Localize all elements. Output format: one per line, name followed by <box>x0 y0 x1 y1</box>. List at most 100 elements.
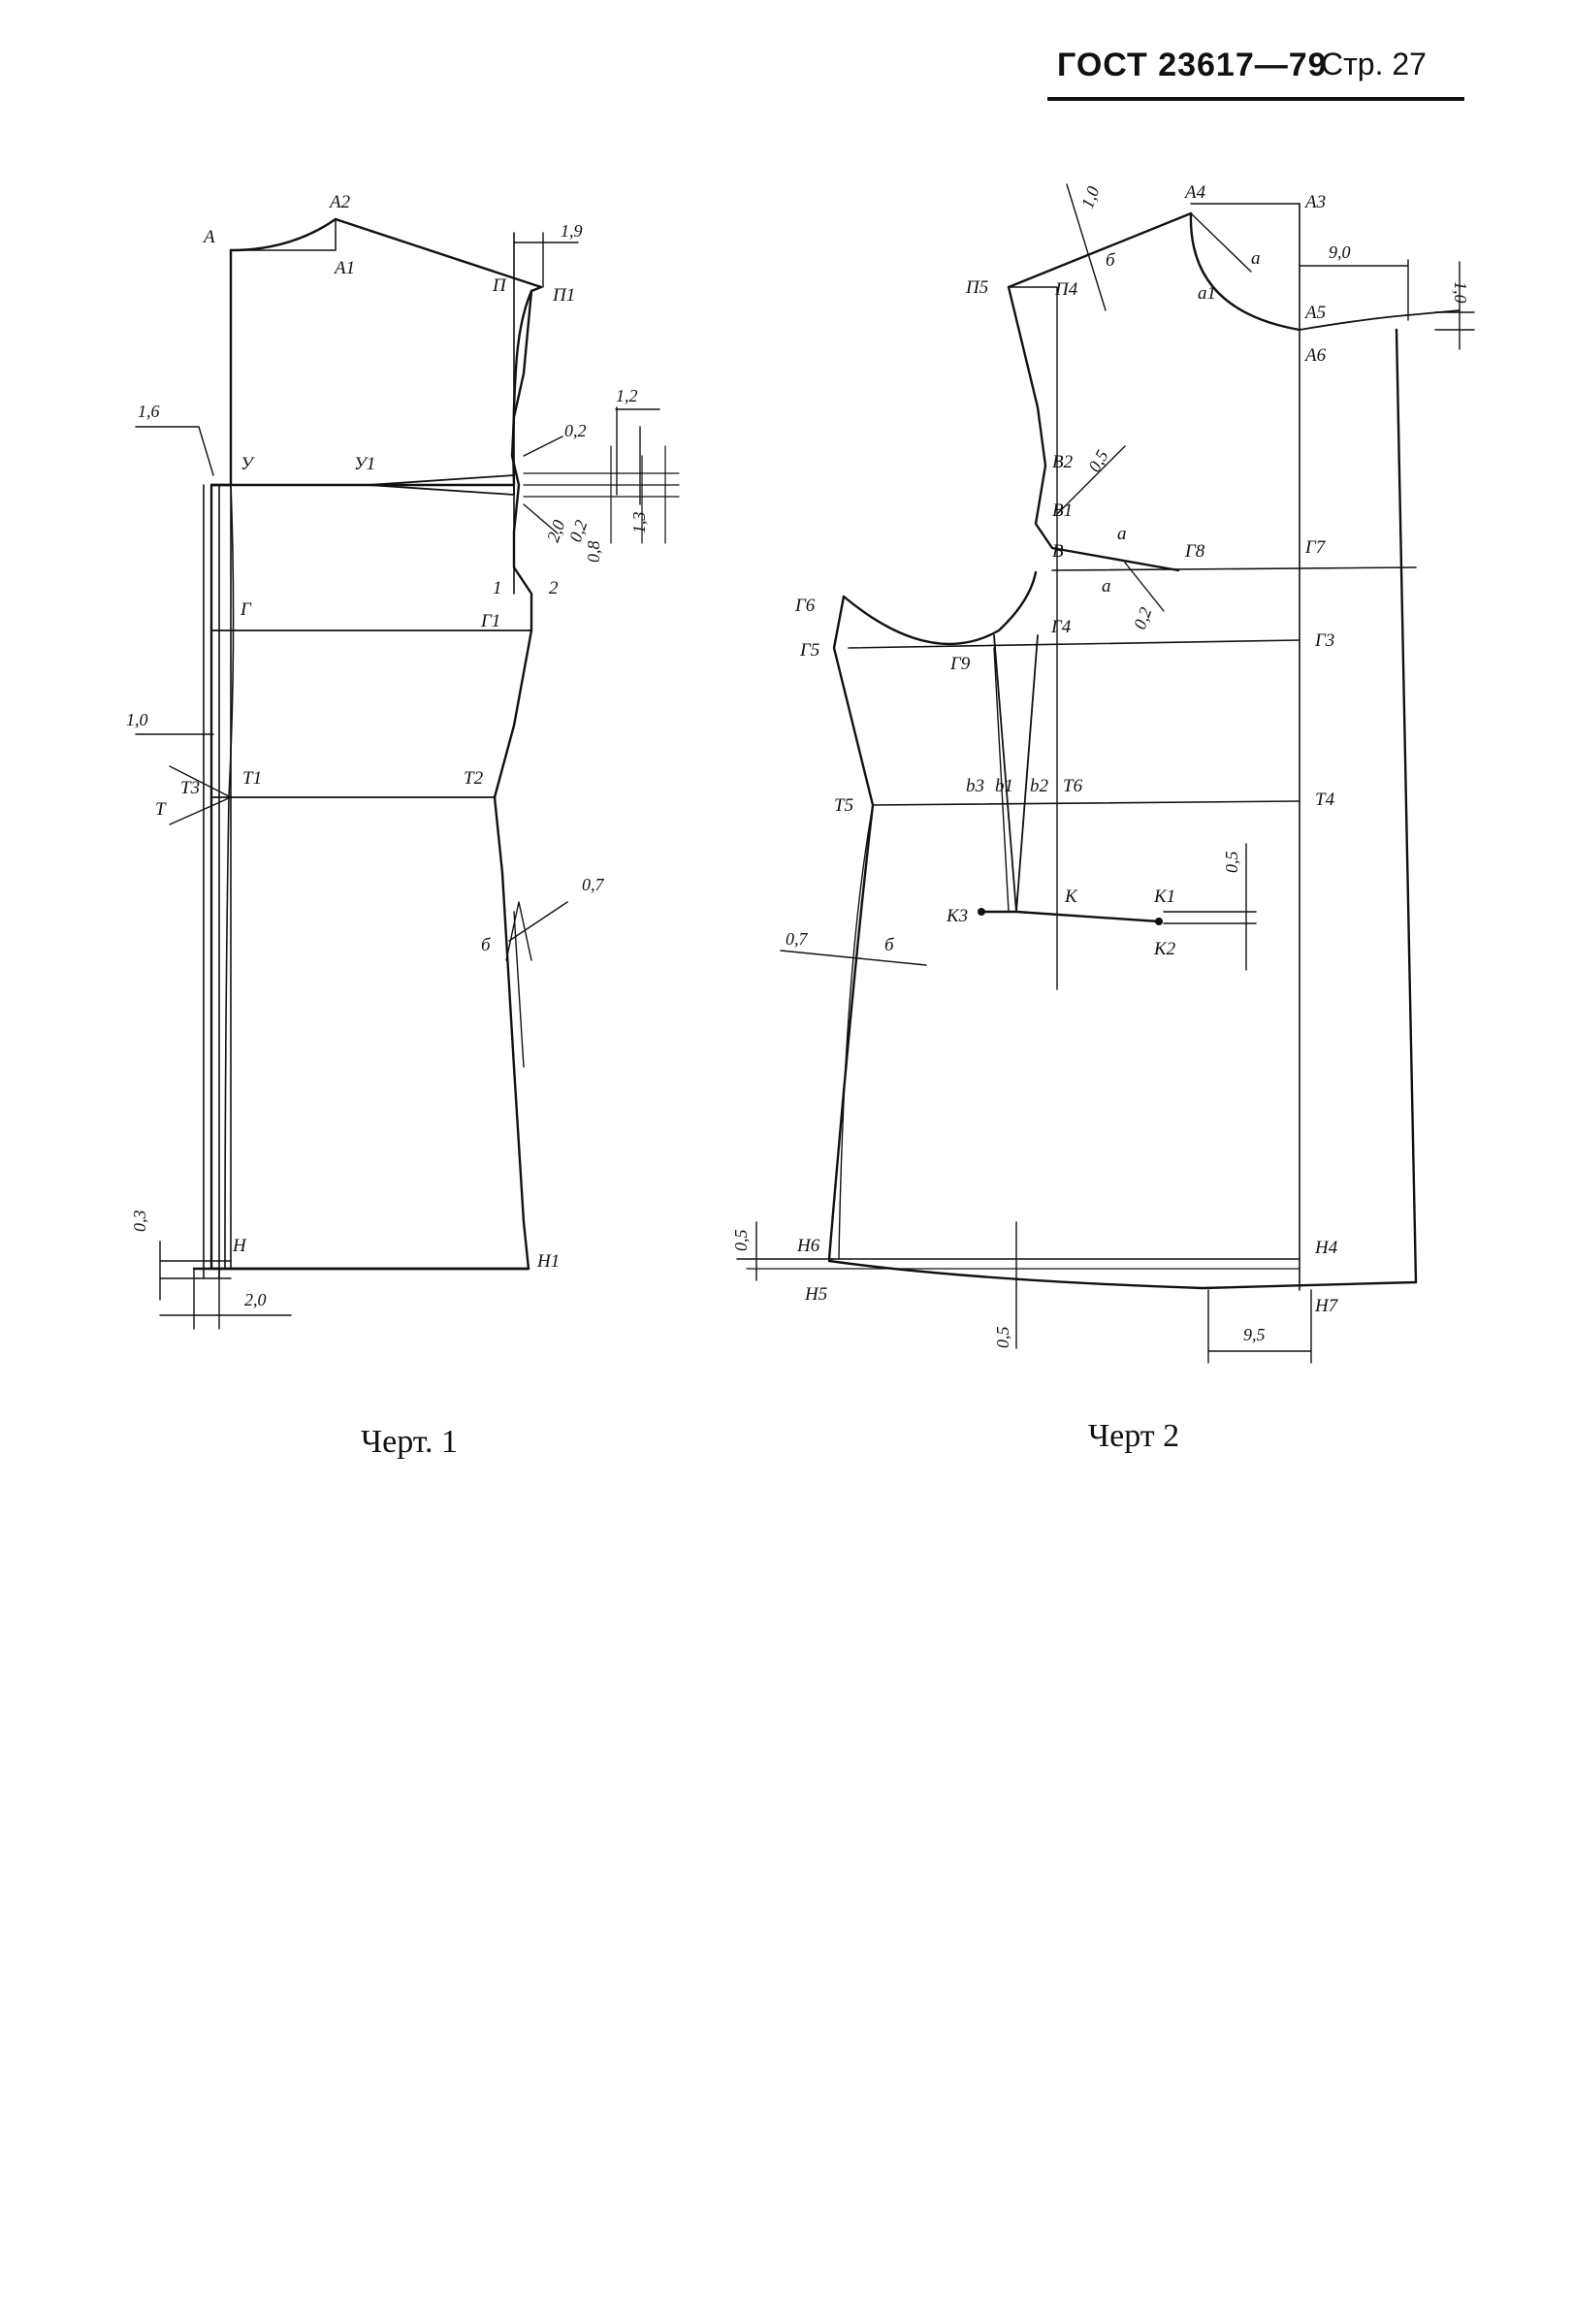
fig2-armhole-top <box>1007 285 1180 572</box>
fig2-label-g3: Г3 <box>1314 630 1334 651</box>
fig1-label-one: 1 <box>493 578 502 598</box>
fig1-dim-19 <box>513 232 579 288</box>
fig1-dim-07 <box>508 901 568 942</box>
fig2-dim-top <box>1066 183 1107 311</box>
fig2-label-n5: Н5 <box>804 1284 827 1305</box>
fig1-t-marks <box>169 765 232 825</box>
fig2-dim-10-text: 1,0 <box>1077 183 1103 210</box>
fig1-dim-20b-text: 2,0 <box>244 1290 267 1309</box>
fig2-dim-95 <box>1207 1289 1312 1364</box>
fig2-dim-05c <box>736 1221 835 1281</box>
fig2-front-armhole <box>842 570 1038 646</box>
fig2-label-b2: b2 <box>1030 776 1049 796</box>
fig1-label-p1: П1 <box>552 285 575 306</box>
fig2-label-g9: Г9 <box>949 654 971 674</box>
fig2-dim-05c-text: 0,5 <box>731 1230 751 1252</box>
fig2-side-right <box>1395 328 1418 1284</box>
fig2-label-a3: А3 <box>1303 192 1326 212</box>
fig1-label-p: П <box>492 275 507 296</box>
fig2-neck-chord <box>1190 212 1252 273</box>
fig2-dim-90-text: 9,0 <box>1329 242 1351 262</box>
fig2-dim-90 <box>1299 259 1409 321</box>
fig2-label-n6: Н6 <box>796 1236 820 1256</box>
fig2-label-g6: Г6 <box>794 596 816 616</box>
fig1-label-b: б <box>481 935 492 955</box>
fig2-label-a4: А4 <box>1183 182 1206 203</box>
fig1-label-u1: У1 <box>354 454 375 474</box>
fig2-dim-05a-text: 0,5 <box>1084 447 1112 475</box>
fig1-dim-13-text: 1,3 <box>629 512 649 534</box>
fig2-label-a2s: а <box>1117 524 1127 544</box>
fig2-label-a6: А6 <box>1303 345 1327 366</box>
fig2-label-b1: b1 <box>995 776 1013 796</box>
fig1-dim-16 <box>135 426 214 476</box>
page-header: ГОСТ 23617—79 Стр. 27 <box>1047 47 1464 105</box>
fig2-label-v: В <box>1052 541 1064 562</box>
figure-2-caption: Черт 2 <box>1088 1418 1180 1454</box>
fig2-label-p5: П5 <box>965 277 988 298</box>
fig1-label-a2: А2 <box>328 192 351 212</box>
fig2-label-a3s: а <box>1102 576 1111 597</box>
fig2-front-side-2 <box>838 804 874 1260</box>
fig2-label-k2: К2 <box>1153 939 1176 959</box>
fig2-dim-05d-text: 0,5 <box>993 1327 1012 1349</box>
fig2-label-v2: В2 <box>1052 452 1074 472</box>
page-number: Стр. 27 <box>1321 47 1427 81</box>
fig2-line-g3 <box>848 639 1300 649</box>
fig2-line-g7 <box>1051 566 1417 571</box>
fig1-arrow-20 <box>523 503 559 534</box>
fig1-label-t2: Т2 <box>464 768 484 789</box>
fig1-label-two: 2 <box>549 578 559 598</box>
fig1-dim-19-text: 1,9 <box>561 221 583 241</box>
figure-1-drawing: А А2 А1 П П1 У У1 Г Г1 1 2 Т3 Т Т1 Т2 б … <box>126 192 680 1330</box>
fig2-dim-07 <box>780 950 927 966</box>
fig1-label-g: Г <box>240 599 252 620</box>
fig1-label-n1: Н1 <box>536 1251 560 1272</box>
figure-1-caption: Черт. 1 <box>361 1424 459 1460</box>
fig1-label-u: У <box>241 454 255 474</box>
fig1-dim-02a-text: 0,2 <box>564 421 587 440</box>
fig2-label-g8: Г8 <box>1184 541 1205 562</box>
figure-2-drawing: А4 А3 а а1 А5 А6 П5 П4 б В2 В1 В а а Г8 … <box>731 182 1475 1364</box>
fig1-bust-dart <box>368 474 515 496</box>
fig2-dim-05b-text: 0,5 <box>1222 852 1241 874</box>
fig2-pocket <box>979 910 1161 923</box>
fig1-label-n: Н <box>232 1236 247 1256</box>
fig1-label-a1: А1 <box>333 258 355 278</box>
fig1-arrow-02 <box>523 436 563 457</box>
fig2-point-k3 <box>978 908 985 916</box>
fig1-label-t3: Т3 <box>180 778 200 798</box>
fig2-label-k3: К3 <box>946 906 968 926</box>
fig1-dim-16-text: 1,6 <box>138 402 160 421</box>
fig1-dim-stack <box>523 472 680 498</box>
fig2-label-g5: Г5 <box>799 640 819 661</box>
fig2-neck-curve <box>1189 211 1301 332</box>
fig2-shoulder-right <box>1299 309 1461 331</box>
fig2-label-b3: b3 <box>966 776 984 796</box>
fig1-dim-07-text: 0,7 <box>582 875 605 894</box>
fig1-dart-lower <box>505 901 532 961</box>
fig1-dim-08-text: 0,8 <box>584 541 603 564</box>
fig2-dart-left <box>993 647 1010 913</box>
fig2-dim-10b-text: 1,0 <box>1451 281 1470 304</box>
fig1-label-t: Т <box>155 799 167 820</box>
fig2-dim-10 <box>1434 261 1475 350</box>
fig1-label-t1: Т1 <box>242 768 262 789</box>
fig2-label-a: а <box>1251 248 1261 269</box>
fig1-dim-12 <box>615 406 660 505</box>
fig2-dim-05b <box>1163 843 1257 971</box>
fig2-label-b: б <box>1106 250 1116 271</box>
fig1-label-g1: Г1 <box>480 611 500 631</box>
fig2-label-g4: Г4 <box>1050 617 1072 637</box>
fig2-label-a5: А5 <box>1303 303 1326 323</box>
fig1-dim-03-text: 0,3 <box>130 1210 149 1233</box>
fig2-label-v1: В1 <box>1052 500 1073 521</box>
fig2-line-t4 <box>872 800 1300 806</box>
fig1-front-curve <box>224 484 235 1270</box>
fig1-dim-20 <box>159 1268 292 1330</box>
fig2-label-k1: К1 <box>1153 887 1175 907</box>
document-id: ГОСТ 23617—79 <box>1057 47 1328 83</box>
fig2-dim-02 <box>1124 562 1165 612</box>
fig1-shoulder-line <box>334 217 543 289</box>
fig2-dim-95-text: 9,5 <box>1243 1325 1266 1344</box>
